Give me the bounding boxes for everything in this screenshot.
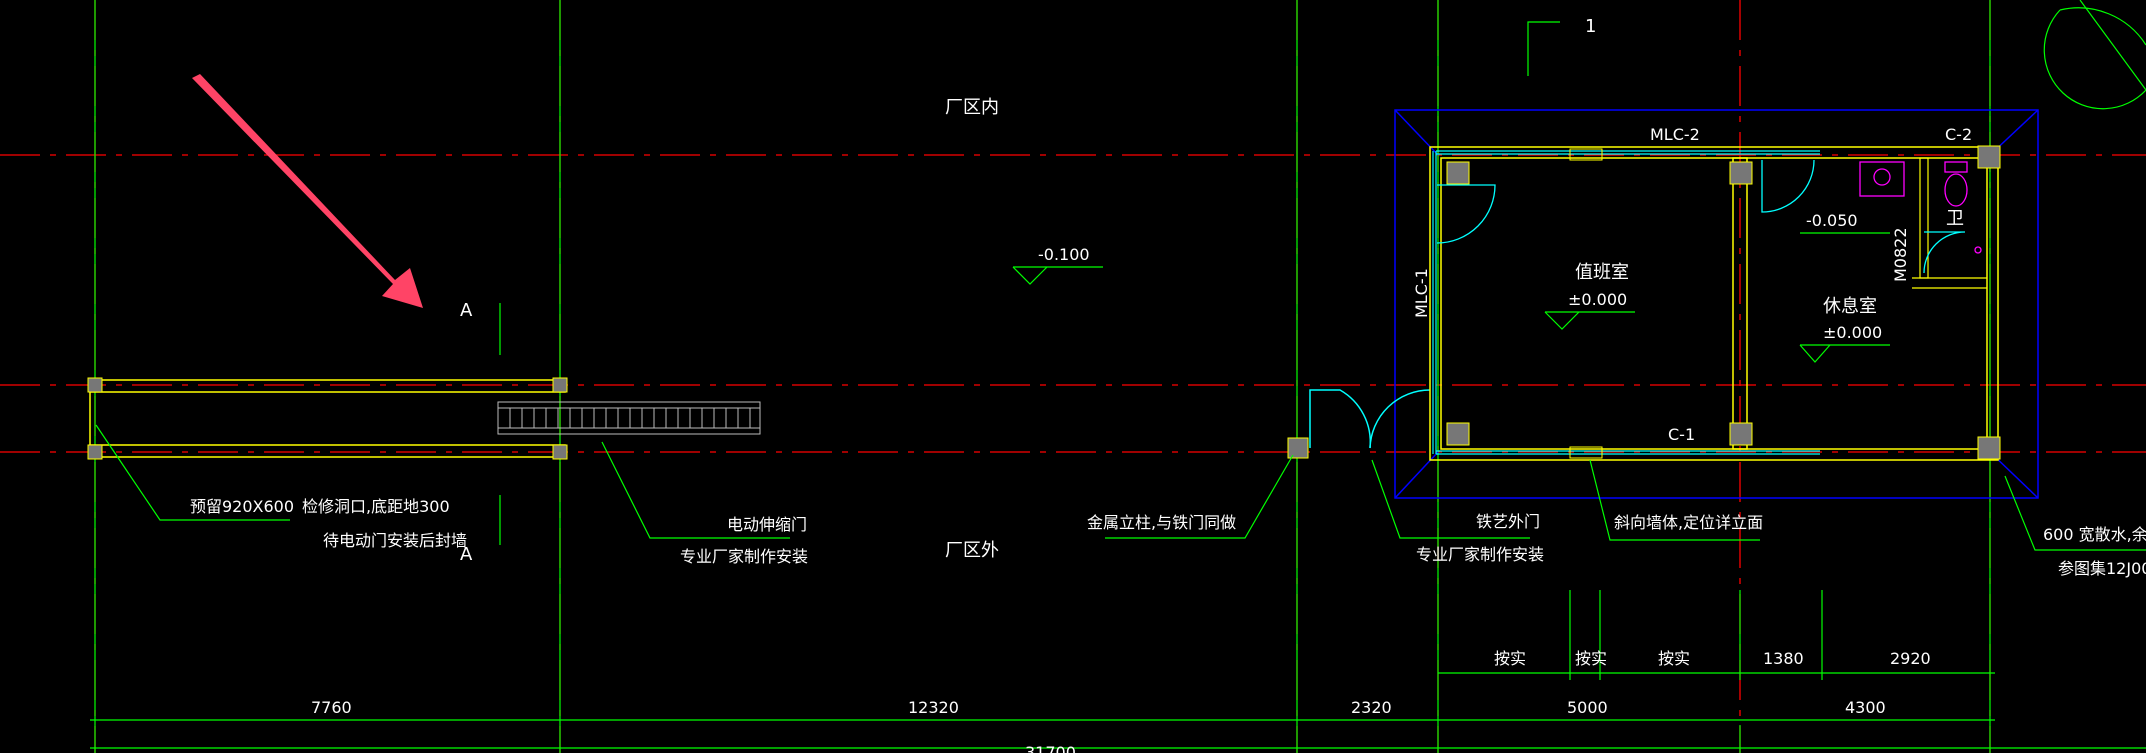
section-label-top: A	[460, 300, 473, 321]
level-symbols	[1012, 232, 1890, 363]
dim-row1-1: 按实	[1494, 649, 1526, 668]
note-seal-after: 待电动门安装后封墙	[323, 531, 467, 550]
dim-row2-5: 4300	[1845, 698, 1886, 717]
level-yard: -0.100	[1038, 245, 1090, 264]
room-duty-label: 值班室	[1575, 262, 1629, 283]
note-reserve: 预留920X600	[190, 497, 294, 516]
window-c1-label: C-1	[1668, 425, 1695, 444]
note-atlas: 参图集12J003	[2058, 559, 2146, 578]
note-inspection: 检修洞口,底距地300	[302, 497, 450, 516]
note-oblique-wall: 斜向墙体,定位详立面	[1614, 513, 1763, 532]
guard-house	[1429, 145, 2001, 461]
metal-post	[1287, 437, 1309, 459]
dim-row2-1: 7760	[311, 698, 352, 717]
level-duty-room: ±0.000	[1568, 290, 1627, 309]
room-rest-label: 休息室	[1823, 296, 1877, 317]
note-iron-gate: 铁艺外门	[1476, 512, 1540, 531]
iron-gate	[1309, 389, 1431, 449]
window-mlc1-label: MLC-1	[1412, 268, 1431, 318]
dim-row1-4: 1380	[1763, 649, 1804, 668]
dim-row2-2: 12320	[908, 698, 959, 717]
boundary-outline	[1394, 109, 2039, 499]
dim-row2-4: 5000	[1567, 698, 1608, 717]
level-rest-room: ±0.000	[1823, 323, 1882, 342]
dim-row1-3: 按实	[1658, 649, 1690, 668]
window-c2-label: C-2	[1945, 125, 1972, 144]
room-toilet-label: 卫	[1946, 208, 1964, 229]
window-mlc2-label: MLC-2	[1650, 125, 1700, 144]
dim-row1-2: 按实	[1575, 649, 1607, 668]
pointer-arrow	[192, 74, 423, 308]
zone-outside-label: 厂区外	[945, 540, 999, 561]
dimension-lines	[90, 0, 2146, 753]
section-label-bottom: A	[460, 544, 473, 565]
level-toilet: -0.050	[1806, 211, 1858, 230]
note-electric-door: 电动伸缩门	[727, 515, 807, 534]
dim-total: 31700	[1025, 743, 1076, 753]
section-marker-number: 1	[1585, 16, 1596, 37]
dim-row2-3: 2320	[1351, 698, 1392, 717]
gate-wall	[87, 377, 568, 460]
electric-retractable-door	[497, 401, 761, 435]
note-iron-gate-maker: 专业厂家制作安装	[1416, 545, 1544, 564]
dim-row1-5: 2920	[1890, 649, 1931, 668]
leader-lines	[95, 424, 2146, 551]
zone-inside-label: 厂区内	[945, 97, 999, 118]
note-apron: 600 宽散水,余	[2043, 525, 2146, 544]
note-metal-post: 金属立柱,与铁门同做	[1087, 513, 1236, 532]
note-electric-door-maker: 专业厂家制作安装	[680, 547, 808, 566]
door-m0822-label: M0822	[1891, 227, 1910, 282]
